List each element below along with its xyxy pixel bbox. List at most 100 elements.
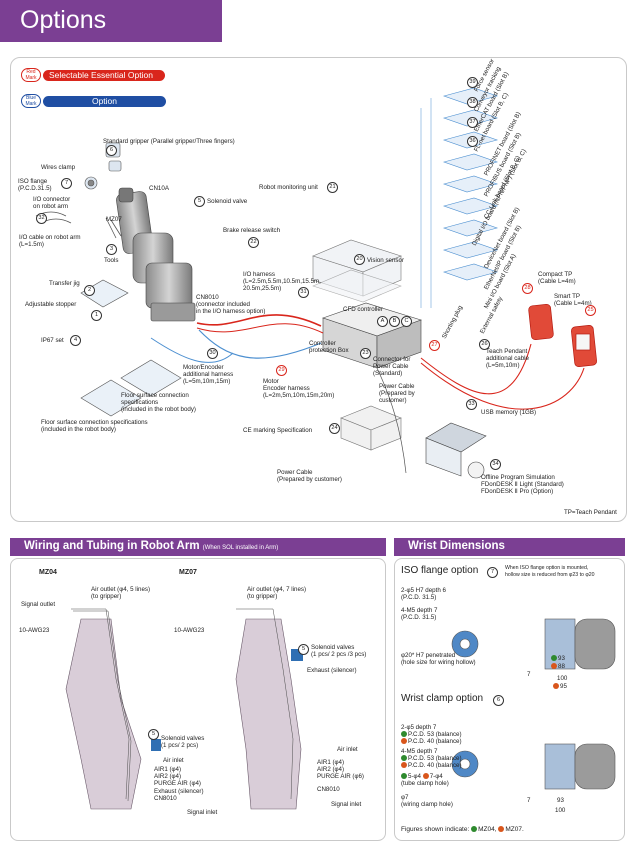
num-7: 7 xyxy=(61,178,72,189)
label-ip67: IP67 set xyxy=(41,337,64,344)
mz07-cn8010: CN8010 xyxy=(317,786,340,793)
mz04-model: MZ04 xyxy=(39,569,57,576)
clamp-dim-3: 100 xyxy=(555,807,566,814)
num-21: 21 xyxy=(327,182,338,193)
num-39: 39 xyxy=(467,77,478,88)
num-6: 6 xyxy=(106,145,117,156)
iso-label-0: 2-φ5 H7 depth 6(P.C.D. 31.5) xyxy=(401,587,446,601)
num-24: 24 xyxy=(329,423,340,434)
label-wires-clamp: Wires clamp xyxy=(41,164,76,171)
num-36: 36 xyxy=(467,136,478,147)
num-23: 23 xyxy=(360,348,371,359)
num-22: 22 xyxy=(248,237,259,248)
iso-label-1: 4-M5 depth 7(P.C.D. 31.5) xyxy=(401,607,438,621)
iso-title: ISO flange option xyxy=(401,565,479,576)
num-29: 29 xyxy=(276,365,287,376)
iso-label-2: φ20* H7 penetrated(hole size for wiring … xyxy=(401,652,476,666)
clamp-label-3: φ7(wiring clamp hole) xyxy=(401,794,453,808)
label-power-cable: Power Cable(Prepared by customer) xyxy=(277,469,342,483)
label-model: MZ07 xyxy=(106,216,122,223)
label-smart-tp: Smart TP(Cable L=4m) xyxy=(554,293,592,307)
mz04-signal-inlet: Signal inlet xyxy=(187,809,218,816)
mz07-solenoid: Solenoid valves(1 pcs/ 2 pcs /3 pcs) xyxy=(311,644,367,658)
label-cn10a: CN10A xyxy=(149,185,169,192)
clamp-label-2: 5-φ4 7-φ4(tube clamp hole) xyxy=(401,773,449,787)
label-standard-gripper: Standard gripper (Parallel gripper/Three… xyxy=(103,138,235,145)
wiring-title: Wiring and Tubing in Robot Arm xyxy=(24,540,200,552)
num-32: 32 xyxy=(36,213,47,224)
label-tp-note: TP=Teach Pendant xyxy=(564,509,617,516)
num-2: 2 xyxy=(84,285,95,296)
wiring-subtitle: (When SOL installed in Arm) xyxy=(202,545,279,551)
mz07-exhaust: Exhaust (silencer) xyxy=(307,667,357,674)
robot-arm-graphic xyxy=(116,187,196,322)
label-cfd-controller: CFD controller xyxy=(343,306,383,313)
wrist-section-bar: Wrist Dimensions xyxy=(394,538,625,556)
num-3: 3 xyxy=(106,244,117,255)
clamp-dim-2: 93 xyxy=(557,797,564,804)
page-title: Options xyxy=(20,6,107,34)
label-io-cable: I/O cable on robot arm(L=1.5m) xyxy=(19,234,81,248)
mz04-num-5: 5 xyxy=(148,729,159,740)
badge-b: B xyxy=(389,316,400,327)
iso-dim-1: 7 xyxy=(527,671,531,678)
mz07-air: AIR1 (φ4)AIR2 (φ4)PURGE AIR (φ6) xyxy=(317,759,364,780)
label-usb: USB memory (1GB) xyxy=(481,409,537,416)
label-io-harness: I/O harness(L=2.5m,5.5m,10.5m,15.5m,20.5… xyxy=(243,271,321,292)
mz04-exhaust: Exhaust (silencer)CN8010 xyxy=(154,788,204,802)
label-ce-marking: CE marking Specification xyxy=(243,427,313,434)
mz04-signal-outlet: Signal outlet xyxy=(21,601,56,608)
clamp-title: Wrist clamp option xyxy=(401,693,484,704)
badge-a: A xyxy=(377,316,388,327)
label-tools: Tools xyxy=(104,257,119,264)
wrist-title: Wrist Dimensions xyxy=(408,540,505,552)
legend-blue-text: Option xyxy=(43,95,166,107)
wrist-panel: ISO flange option 7 When ISO flange opti… xyxy=(394,558,625,841)
clamp-num: 6 xyxy=(493,695,504,706)
label-robot-monitoring: Robot monitoring unit xyxy=(259,184,318,191)
num-4: 4 xyxy=(70,335,81,346)
iso-dim-5: 88 xyxy=(551,663,565,670)
mz04-air-outlet: Air outlet (φ4, 5 lines)(to gripper) xyxy=(91,586,151,600)
iso-dim-2: 100 xyxy=(557,675,568,682)
mz04-awg: 10-AWG23 xyxy=(19,627,50,634)
num-26: 26 xyxy=(479,339,490,350)
label-floor-surface-2: Floor surface connection specifications(… xyxy=(41,419,148,433)
num-20: 20 xyxy=(354,254,365,265)
label-compact-tp: Compact TP(Cable L=4m) xyxy=(538,271,576,285)
iso-note: When ISO flange option is mounted,hollow… xyxy=(505,565,595,578)
header-bar: Options xyxy=(0,0,222,42)
num-33: 33 xyxy=(466,399,477,410)
num-37: 37 xyxy=(467,117,478,128)
label-transfer-jig: Transfer jig xyxy=(49,280,80,287)
mz04-air: AIR1 (φ4)AIR2 (φ4)PURGE AIR (φ4) xyxy=(154,766,201,787)
mz04-solenoid: Solenoid valves(1 pcs/ 2 pcs) xyxy=(161,735,205,749)
label-adjustable-stopper: Adjustable stopper xyxy=(25,301,77,308)
mz04-air-inlet: Air inlet xyxy=(163,757,184,764)
num-34: 34 xyxy=(490,459,501,470)
wiring-section-bar: Wiring and Tubing in Robot Arm (When SOL… xyxy=(10,538,386,556)
mz07-num-5: 5 xyxy=(298,644,309,655)
num-27: 27 xyxy=(429,340,440,351)
mz07-model: MZ07 xyxy=(179,569,197,576)
badge-c: C xyxy=(401,316,412,327)
num-31: 31 xyxy=(298,287,309,298)
num-25: 25 xyxy=(585,305,596,316)
num-28: 28 xyxy=(522,283,533,294)
label-vision-sensor: Vision sensor xyxy=(367,257,405,264)
